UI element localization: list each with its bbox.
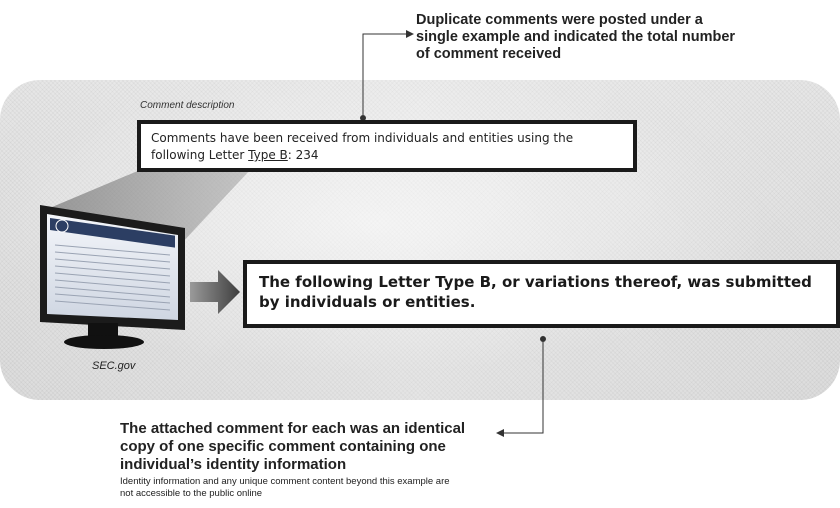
projection-beam	[45, 170, 250, 245]
bottom-connector-arrowhead	[496, 429, 504, 437]
top-connector	[360, 33, 408, 121]
sec-gov-label: SEC.gov	[92, 360, 136, 372]
bottom-connector	[503, 336, 546, 434]
letter-type-box: The following Letter Type B, or variatio…	[243, 260, 840, 328]
bottom-annotation: The attached comment for each was an ide…	[120, 420, 466, 473]
monitor-icon	[40, 205, 185, 349]
privacy-note: Identity information and any unique comm…	[120, 476, 450, 499]
comment-count-box: Comments have been received from individ…	[137, 120, 637, 172]
thick-arrow	[190, 270, 240, 314]
top-connector-arrowhead	[406, 30, 414, 38]
comment-count-text-after: : 234	[287, 148, 319, 162]
letter-type-link[interactable]: Type B	[248, 148, 288, 162]
top-annotation: Duplicate comments were posted under a s…	[416, 12, 736, 62]
comment-count-text-before: Comments have been received from individ…	[151, 131, 574, 162]
comment-description-label: Comment description	[140, 100, 235, 111]
